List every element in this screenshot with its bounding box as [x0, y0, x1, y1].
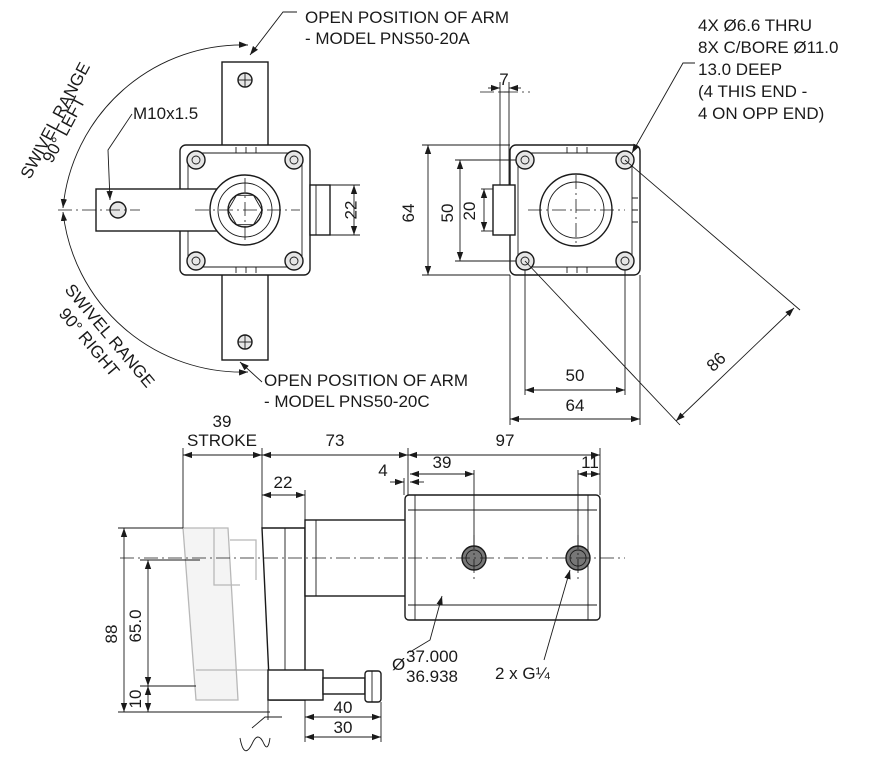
open-arm-a-line2: - MODEL PNS50-20A [305, 29, 470, 48]
swivel-right-arc [60, 211, 249, 376]
open-arm-c-line1: OPEN POSITION OF ARM [264, 371, 468, 390]
dim-7: 7 [499, 70, 508, 89]
swivel-left-arc [60, 41, 249, 209]
stroke-label: STROKE [187, 431, 257, 450]
side-port-boss [309, 184, 331, 236]
dim-22-top-left: 22 [341, 201, 360, 220]
dim-39-ports: 39 [433, 453, 452, 472]
open-arm-a-line1: OPEN POSITION OF ARM [305, 8, 509, 27]
bolt-bl [186, 251, 206, 271]
dim-22-side: 22 [274, 473, 293, 492]
dim-50-horizontal: 50 [566, 366, 585, 385]
dim-50-vertical: 50 [438, 204, 457, 223]
hole-note-line2: 8X C/BORE Ø11.0 [698, 38, 838, 57]
cylinder-body [404, 494, 601, 621]
clamp-screw-head [364, 670, 382, 703]
dim-20: 20 [460, 202, 479, 221]
bore-lower: 36.938 [406, 667, 458, 686]
dim-86: 86 [703, 349, 730, 376]
hole-note-line1: 4X Ø6.6 THRU [698, 16, 812, 35]
top-right-view: 7 64 50 20 50 64 [399, 16, 838, 426]
dim-30: 30 [334, 718, 353, 737]
hole-note-line5: 4 ON OPP END) [698, 104, 824, 123]
side-view: 39 STROKE 73 97 22 4 39 11 88 65.0 10 [102, 412, 625, 752]
dim-10: 10 [126, 690, 145, 709]
hole-note-line3: 13.0 DEEP [698, 60, 782, 79]
bolt-tr [284, 150, 304, 170]
open-arm-c-line2: - MODEL PNS50-20C [264, 392, 430, 411]
thread-label: M10x1.5 [133, 104, 198, 123]
dim-4: 4 [378, 461, 387, 480]
dim-64-vertical: 64 [399, 204, 418, 223]
port-label: 2 x G¼ [495, 664, 551, 683]
dim-11: 11 [581, 453, 599, 472]
bolt-tl [186, 150, 206, 170]
bolt-br [284, 251, 304, 271]
dim-97: 97 [496, 431, 515, 450]
dim-88: 88 [102, 625, 121, 644]
dim-39-stroke: 39 [213, 412, 232, 431]
top-left-view: 22 OPEN POSITION OF ARM - MODEL PNS50-20… [17, 8, 509, 411]
cbore-br [615, 251, 635, 271]
bore-upper: 37.000 [406, 647, 458, 666]
dim-40: 40 [334, 698, 353, 717]
diameter-symbol: Ø [392, 655, 405, 674]
rotation-arrow [239, 736, 271, 752]
cbore-tl [515, 150, 535, 170]
dim-64-horizontal: 64 [566, 396, 585, 415]
dim-65: 65.0 [126, 609, 145, 642]
clamp-screw-body [267, 669, 324, 701]
arm-slice [492, 184, 516, 236]
dim-73: 73 [326, 431, 345, 450]
hole-note-line4: (4 THIS END - [698, 82, 807, 101]
arm-ghost-open [182, 527, 239, 701]
